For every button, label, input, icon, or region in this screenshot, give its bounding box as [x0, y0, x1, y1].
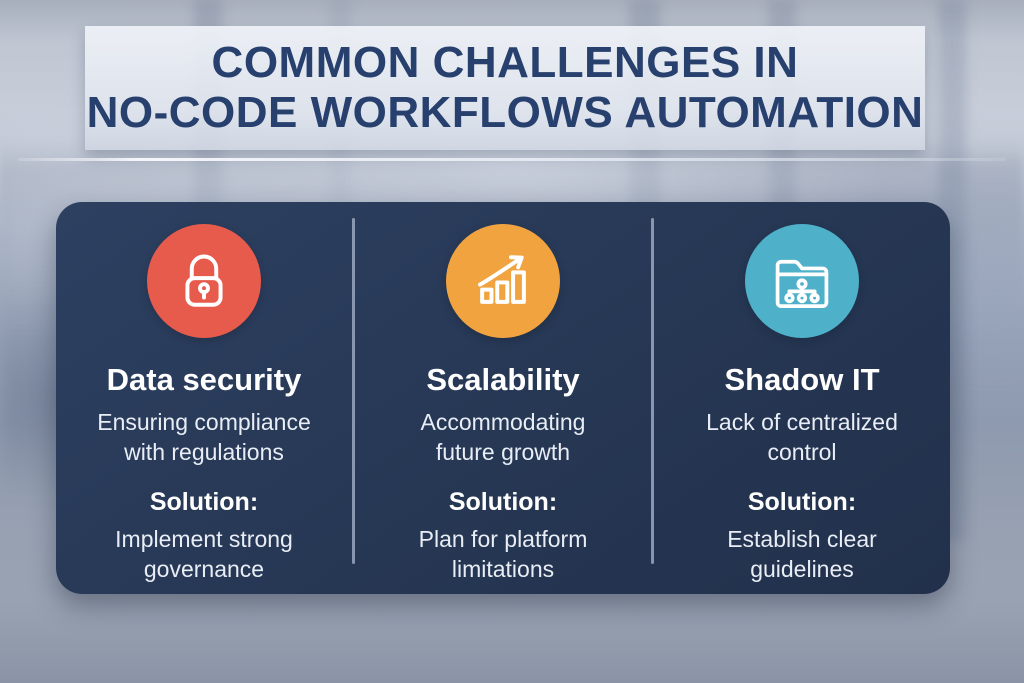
- title-banner: COMMON CHALLENGES IN NO-CODE WORKFLOWS A…: [85, 26, 925, 150]
- solution-label: Solution:: [747, 488, 857, 516]
- column-description: Accommodating future growth: [420, 409, 586, 465]
- column-data-security: Data security Ensuring compliance with r…: [56, 202, 352, 594]
- column-title: Data security: [106, 362, 302, 397]
- challenges-card: Data security Ensuring compliance with r…: [56, 202, 950, 594]
- growth-chart-icon: [446, 224, 560, 338]
- lock-icon: [147, 224, 261, 338]
- solution-text: Implement strong governance: [115, 526, 293, 582]
- solution-text: Establish clear guidelines: [727, 526, 877, 582]
- page-title-line1: COMMON CHALLENGES IN: [211, 38, 799, 87]
- column-description: Ensuring compliance with regulations: [97, 409, 311, 465]
- column-title: Scalability: [426, 362, 580, 397]
- solution-text: Plan for platform limitations: [418, 526, 588, 582]
- page-title-line2: NO-CODE WORKFLOWS AUTOMATION: [86, 88, 924, 137]
- column-title: Shadow IT: [724, 362, 880, 397]
- folder-hierarchy-icon: [745, 224, 859, 338]
- solution-label: Solution:: [448, 488, 558, 516]
- card-vertical-divider-1: [352, 218, 355, 564]
- card-vertical-divider-2: [651, 218, 654, 564]
- column-shadow-it: Shadow IT Lack of centralized control So…: [654, 202, 950, 594]
- horizontal-divider-line: [18, 158, 1006, 161]
- column-description: Lack of centralized control: [706, 409, 898, 465]
- solution-label: Solution:: [149, 488, 259, 516]
- column-scalability: Scalability Accommodating future growth …: [355, 202, 651, 594]
